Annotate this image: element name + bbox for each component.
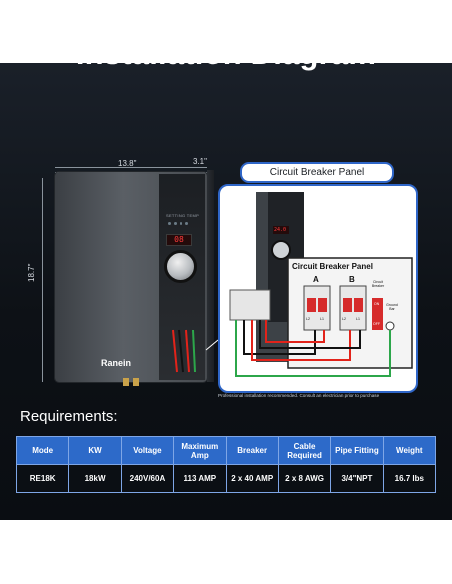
brand-logo: Ranein	[101, 358, 132, 368]
width-dimension-line	[55, 167, 207, 168]
terminal-label: L2	[306, 317, 310, 321]
table-cell: 3/4"NPT	[330, 464, 384, 493]
column-header: Maximum Amp	[173, 436, 227, 465]
terminal-block	[229, 289, 271, 321]
closeup-display-value: 24.0	[274, 227, 287, 233]
unit-closeup-knob	[271, 240, 291, 260]
switch-off-label: OFF	[373, 322, 380, 326]
indicator-leds	[168, 222, 188, 225]
circuit-breaker-legend-label: Circuit Breaker	[371, 280, 385, 288]
table-cell: 16.7 lbs	[382, 464, 437, 493]
depth-dimension: 3.1"	[193, 157, 207, 166]
breaker-b-switch-left	[343, 298, 352, 312]
panel-label: SETTING TEMP	[166, 213, 200, 218]
height-dimension-line	[42, 178, 43, 382]
callout-illustration	[229, 192, 413, 377]
height-dimension: 18.7"	[27, 263, 36, 282]
temperature-display: 08	[166, 234, 192, 246]
table-cell: 113 AMP	[173, 464, 227, 493]
table-cell: 2 x 40 AMP	[225, 464, 279, 493]
requirements-heading: Requirements:	[20, 408, 118, 425]
table-cell: 2 x 8 AWG	[277, 464, 332, 493]
table-cell: 18kW	[68, 464, 122, 493]
breaker-b-switch-right	[354, 298, 363, 312]
temperature-knob[interactable]	[164, 250, 197, 283]
column-header: KW	[68, 436, 122, 465]
circuit-breaker-legend	[372, 298, 383, 330]
column-header: Weight	[382, 436, 437, 465]
wire-red	[265, 320, 325, 343]
breaker-panel-heading: Circuit Breaker Panel	[292, 262, 373, 271]
breaker-a-switch-left	[307, 298, 316, 312]
wire-green	[235, 320, 391, 377]
width-dimension: 13.8"	[118, 159, 137, 168]
terminal-label: L1	[356, 317, 360, 321]
column-header: Mode	[15, 436, 70, 465]
circuit-breaker-callout: Circuit Breaker Panel A B Circuit Breake…	[218, 184, 418, 393]
column-header: Breaker	[225, 436, 279, 465]
wire-red	[251, 320, 351, 361]
column-header: Cable Required	[277, 436, 332, 465]
column-header: Voltage	[120, 436, 175, 465]
ground-bar	[385, 321, 395, 331]
wire-black	[259, 320, 361, 349]
table-cell: 240V/60A	[120, 464, 175, 493]
unit-closeup-display	[273, 226, 289, 234]
installation-notice: Professional installation recommended. C…	[218, 393, 380, 398]
table-row: RE18K 18kW 240V/60A 113 AMP 2 x 40 AMP 2…	[15, 464, 437, 493]
ground-bar-label: Ground Bar	[386, 303, 398, 311]
column-header: Pipe Fitting	[330, 436, 384, 465]
terminal-label: L1	[320, 317, 324, 321]
breaker-a-switch-right	[318, 298, 327, 312]
breaker-a-label: A	[313, 275, 319, 284]
requirements-heading-text: Requirements	[20, 408, 114, 425]
page-title: Installation Diagram	[75, 36, 377, 71]
switch-on-label: ON	[374, 302, 380, 306]
table-cell: RE18K	[15, 464, 70, 493]
requirements-table: Mode KW Voltage Maximum Amp Breaker Cabl…	[15, 436, 437, 493]
breaker-b-label: B	[349, 275, 355, 284]
table-header-row: Mode KW Voltage Maximum Amp Breaker Cabl…	[15, 436, 437, 465]
water-heater-side	[207, 170, 214, 382]
requirements-heading-colon: :	[113, 408, 118, 425]
callout-tab: Circuit Breaker Panel	[240, 162, 394, 183]
terminal-label: L2	[342, 317, 346, 321]
